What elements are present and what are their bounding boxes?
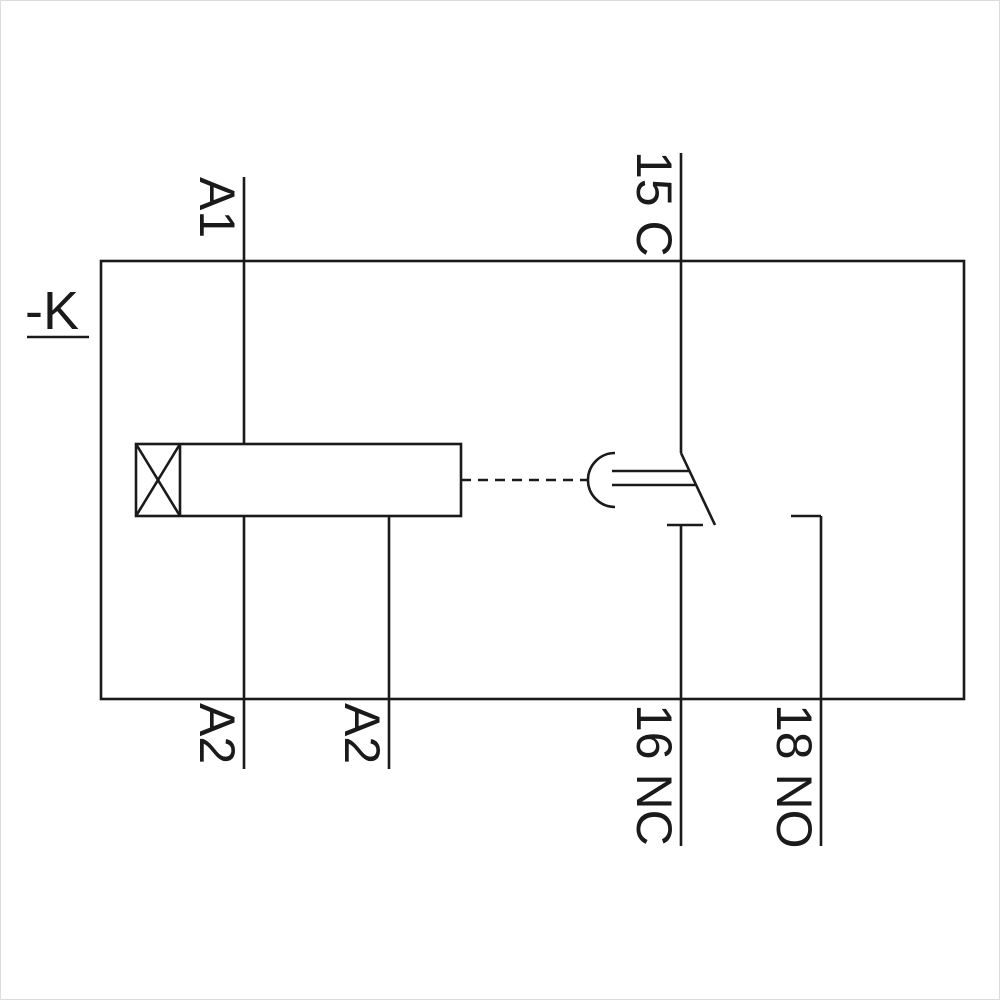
diagram-linework [27,153,966,846]
device-designation-label: -K [25,281,79,341]
terminal-label-16nc: 16 NC [626,704,682,846]
coil-body [134,442,463,518]
terminal-label-15c: 15 C [626,151,682,257]
terminal-label-a1: A1 [189,177,245,238]
terminal-label-a2-left: A2 [189,703,245,764]
terminal-label-18no: 18 NO [766,704,822,849]
coil-x-box-diagonal-2 [134,443,182,517]
actuator-fork-arc [586,451,616,509]
diagram-labels: -K A1 15 C A2 A2 16 NC 18 NO [25,151,822,849]
contact-blade-diagonal [679,452,717,526]
device-outline [99,259,966,701]
terminal-label-a2-right: A2 [334,703,390,764]
